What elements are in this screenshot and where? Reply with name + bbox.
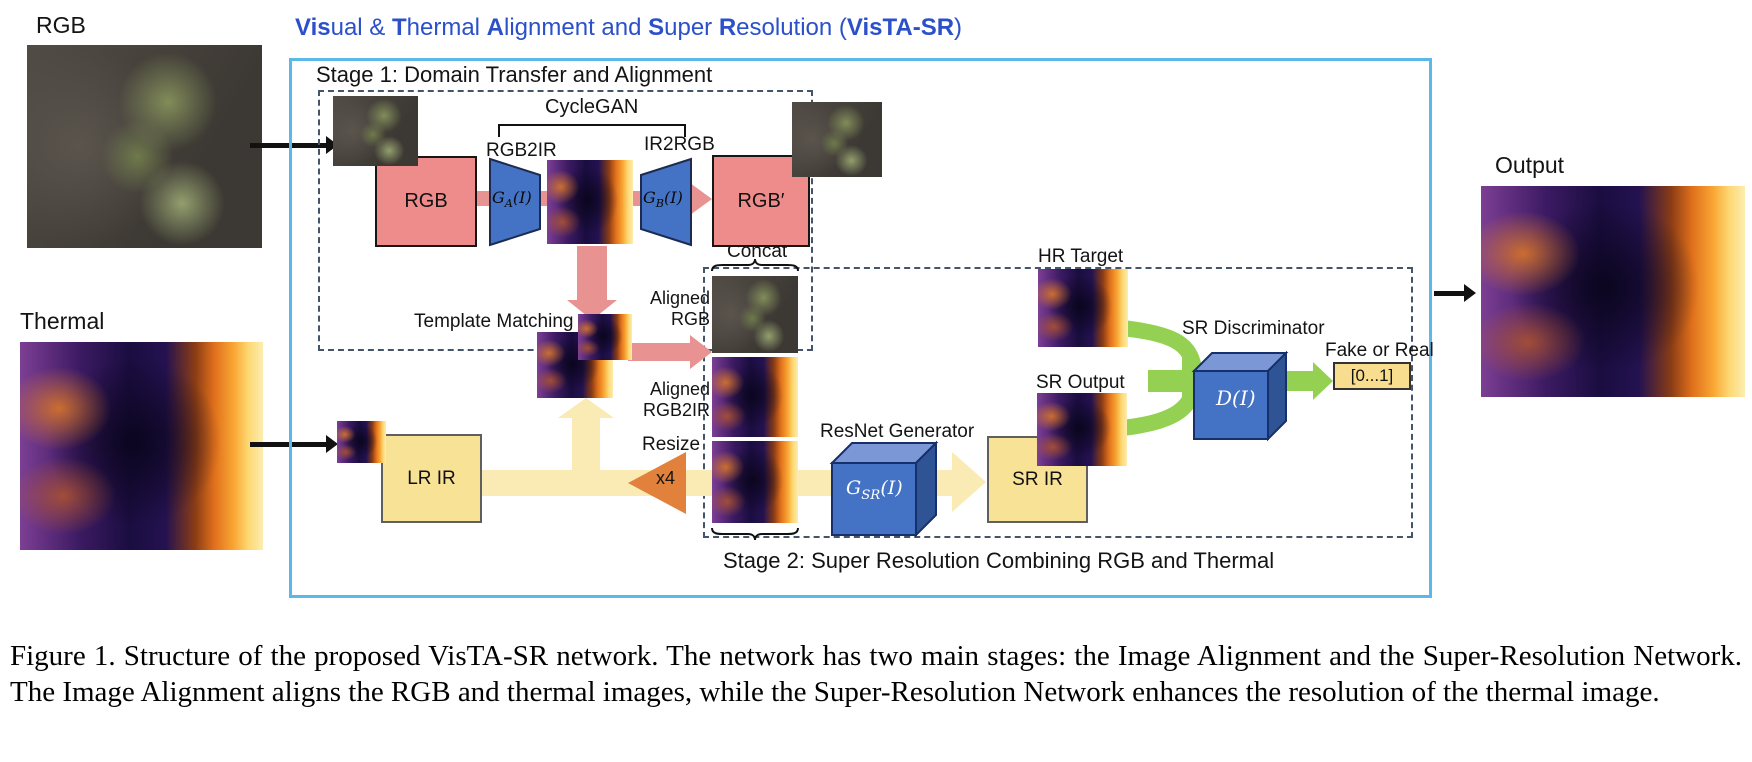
title-part: uper <box>664 14 719 41</box>
resize-label: Resize <box>642 434 701 455</box>
discriminator-label: D(I) <box>1216 386 1256 410</box>
lr-ir-node: LR IR <box>381 434 482 523</box>
title-part: T <box>391 14 407 41</box>
fake-or-real-label: Fake or Real <box>1325 340 1434 361</box>
title-part: S <box>648 14 665 41</box>
score-range-label: [0...1] <box>1350 366 1394 385</box>
template-to-aligned-shaft <box>628 343 692 361</box>
resized-lr-image <box>712 441 798 523</box>
cyclegan-thermal-image <box>547 160 633 244</box>
sr-output-label: SR Output <box>1036 372 1125 393</box>
cyclegan-flow-arrowhead <box>690 183 712 215</box>
math-args: (I) <box>1232 386 1256 410</box>
rgb-node: RGB <box>375 156 477 247</box>
stage2-title: Stage 2: Super Resolution Combining RGB … <box>723 548 1275 573</box>
aligned-rgb2ir-label: Aligned RGB2IR <box>642 379 710 421</box>
rgb2ir-label: RGB2IR <box>486 140 557 161</box>
lr-ir-thumbnail-image <box>337 421 386 463</box>
lrir-up-branch-arrowhead <box>558 398 614 418</box>
ir2rgb-label: IR2RGB <box>644 134 715 155</box>
math-base: G <box>846 477 862 499</box>
hr-target-image <box>1038 269 1128 347</box>
sr-ir-node-label: SR IR <box>1012 468 1063 490</box>
title-part: hermal <box>406 14 487 41</box>
title-part: R <box>718 14 737 41</box>
cyclegan-bracket <box>498 124 686 137</box>
thermal-input-image <box>20 342 263 550</box>
generator-a-trapezoid <box>489 157 541 247</box>
lrir-flow-arrowhead <box>952 452 986 512</box>
math-args: (I) <box>512 188 532 207</box>
concat-underbrace <box>711 527 799 541</box>
generator-a-label: GA(I) <box>492 188 532 210</box>
figure-title: Visual & Thermal Alignment and Super Res… <box>295 14 962 42</box>
thermal-input-label: Thermal <box>20 308 105 334</box>
stage1-title: Stage 1: Domain Transfer and Alignment <box>316 62 713 87</box>
rgb-input-image <box>27 45 262 248</box>
figure-caption: Figure 1. Structure of the proposed VisT… <box>10 640 1742 708</box>
thermal-to-template-shaft <box>577 246 607 302</box>
concat-overbrace <box>711 258 799 272</box>
resize-x4-triangle <box>628 452 686 514</box>
arrow-frame-to-output <box>1434 291 1466 296</box>
template-matching-image-small <box>578 314 632 360</box>
title-part: esolution ( <box>736 14 847 41</box>
math-base: D <box>1216 386 1233 410</box>
cyclegan-label: CycleGAN <box>545 96 639 118</box>
aligned-rgb-label: Aligned RGB <box>649 288 710 330</box>
aligned-rgb2ir-image <box>712 357 798 437</box>
score-range-box: [0...1] <box>1333 362 1411 390</box>
sr-generator-label: GSR(I) <box>846 477 903 503</box>
output-image <box>1481 186 1745 397</box>
lr-ir-node-label: LR IR <box>407 467 456 489</box>
title-part: Vis <box>295 14 331 41</box>
title-part: lignment and <box>504 14 649 41</box>
generator-b-trapezoid <box>640 157 692 247</box>
resnet-generator-label: ResNet Generator <box>820 421 975 442</box>
sr-discriminator-cube <box>1191 350 1289 442</box>
generator-b-label: GB(I) <box>643 188 683 210</box>
title-part: A <box>486 14 505 41</box>
rgb-input-label: RGB <box>36 12 86 38</box>
arrow-thermal-to-lrir-head <box>326 435 338 453</box>
stage2-box <box>703 267 1413 538</box>
sr-output-image <box>1037 393 1127 466</box>
discriminator-output-arrowhead <box>1313 362 1333 400</box>
title-part: VisTA-SR <box>846 14 955 41</box>
sr-discriminator-label: SR Discriminator <box>1182 318 1325 339</box>
math-base: G <box>492 188 505 207</box>
math-sub: A <box>504 197 513 211</box>
math-args: (I) <box>664 188 683 207</box>
title-part: ual & <box>330 14 392 41</box>
template-matching-label: Template Matching <box>414 311 574 332</box>
math-base: G <box>643 188 656 207</box>
rgb-node-label: RGB <box>404 190 448 212</box>
aligned-rgb-image <box>712 276 798 353</box>
hr-target-label: HR Target <box>1038 246 1124 267</box>
rgb-prime-thumbnail-image <box>792 102 882 177</box>
arrow-frame-to-output-head <box>1464 284 1476 302</box>
output-label: Output <box>1495 152 1565 178</box>
lrir-up-branch-shaft <box>572 416 600 474</box>
math-sub: B <box>655 197 665 211</box>
math-args: (I) <box>880 477 903 499</box>
title-part: ) <box>954 14 963 41</box>
resize-x4-label: x4 <box>656 468 676 488</box>
sr-generator-cube <box>829 440 939 538</box>
discriminator-output-shaft <box>1287 371 1315 391</box>
template-to-aligned-arrowhead <box>690 335 712 369</box>
vista-sr-frame <box>289 58 1432 598</box>
rgb-prime-node-label: RGB′ <box>737 189 785 212</box>
math-sub: SR <box>861 487 881 503</box>
rgb-thumbnail-image <box>333 96 418 166</box>
rgb-prime-node: RGB′ <box>712 155 810 247</box>
